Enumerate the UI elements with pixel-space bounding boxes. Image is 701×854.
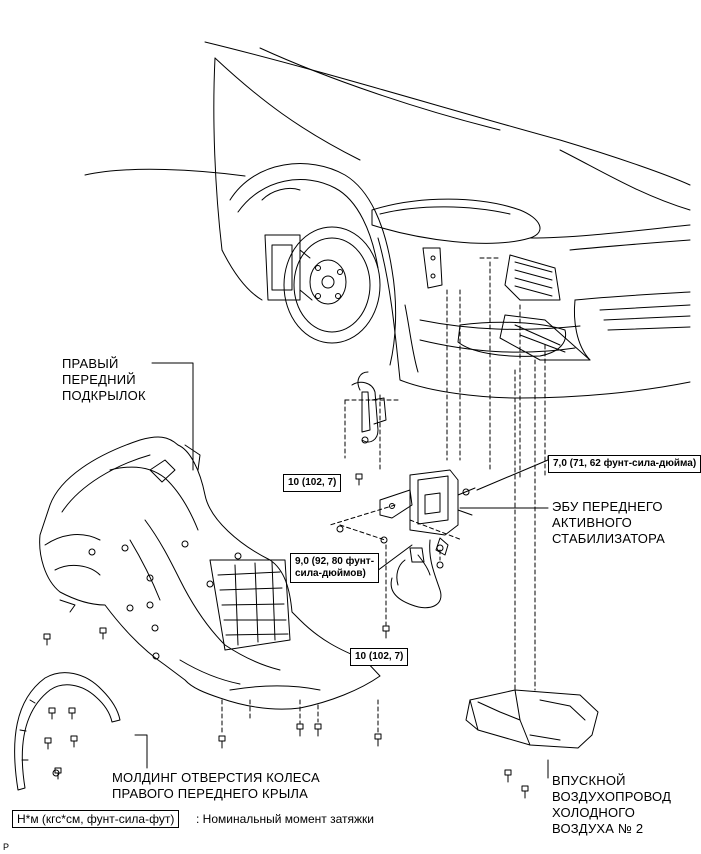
fender-liner-part bbox=[39, 436, 381, 710]
grille-inlet-part bbox=[499, 254, 591, 361]
label-fender-liner: ПРАВЫЙ ПЕРЕДНИЙ ПОДКРЫЛОК bbox=[62, 356, 146, 403]
brake-disc-hub bbox=[261, 187, 381, 344]
wheel-moulding-part bbox=[14, 672, 121, 791]
label-air-duct: ВПУСКНОЙ ВОЗДУХОПРОВОД ХОЛОДНОГО ВОЗДУХА… bbox=[552, 773, 672, 836]
height-sensor-link bbox=[351, 371, 387, 444]
fastener-bolts bbox=[43, 473, 529, 799]
label-ecu: ЭБУ ПЕРЕДНЕГО АКТИВНОГО СТАБИЛИЗАТОРА bbox=[552, 499, 665, 546]
torque-spec-bracket-bolt: 9,0 (92, 80 фунт- сила-дюймов) bbox=[290, 553, 380, 583]
car-body-outline bbox=[84, 41, 691, 399]
wire-harness bbox=[390, 539, 442, 609]
torque-spec-ecu-bracket: 7,0 (71, 62 фунт-сила-дюйма) bbox=[548, 455, 701, 473]
legend-description: : Номинальный момент затяжки bbox=[196, 812, 374, 826]
torque-spec-lower-bolt: 10 (102, 7) bbox=[350, 648, 409, 666]
bumper-bracket bbox=[422, 247, 443, 289]
torque-spec-sensor-bolt: 10 (102, 7) bbox=[283, 474, 342, 492]
corner-mark: P bbox=[3, 842, 10, 852]
label-wheel-moulding: МОЛДИНГ ОТВЕРСТИЯ КОЛЕСА ПРАВОГО ПЕРЕДНЕ… bbox=[112, 770, 320, 801]
ecu-unit bbox=[379, 469, 476, 556]
alignment-lines bbox=[221, 257, 546, 736]
legend-unit-box: Н*м (кгс*см, фунт-сила-фут) bbox=[12, 810, 180, 828]
air-duct-part bbox=[465, 689, 599, 749]
